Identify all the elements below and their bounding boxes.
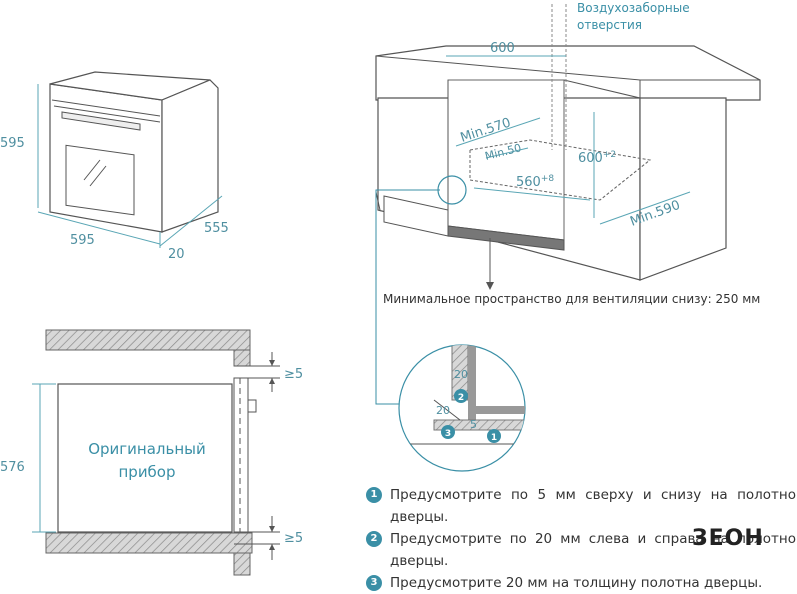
note-badge: 1 [366,487,382,503]
air-intake-note: Воздухозаборные отверстия [577,1,690,32]
section-height-label: 576 [0,460,25,475]
detail-badge-3: 3 [445,429,451,439]
original-appliance-label: Оригинальный прибор [88,440,206,481]
gap-top-label: ≥5 [284,367,303,382]
detail-20-left: 20 [436,404,450,417]
detail-20-top: 20 [454,368,468,381]
oven-dimensions: 595 595 555 20 [0,84,229,262]
cabinet-height-req: 600+2 [578,150,616,166]
section-dimensions: 576 ≥5 ≥5 [0,367,303,546]
note-item: 3 Предусмотрите 20 мм на толщину полотна… [366,572,796,594]
detail-5: 5 [470,418,477,431]
note-text: Предусмотрите 20 мм на толщину полотна д… [390,575,763,591]
note-text: Предусмотрите по 5 мм сверху и снизу на … [390,487,796,525]
gap-bottom-label: ≥5 [284,531,303,546]
detail-leader [375,189,440,405]
ventilation-note: Минимальное пространство для вентиляции … [383,292,761,306]
brand-logo: ЗЕОН [692,526,764,551]
detail-badge-2: 2 [458,393,464,403]
note-text: Предусмотрите по 20 мм слева и справа на… [390,531,796,569]
detail-circle: 20 20 5 2 3 1 [398,344,526,472]
oven-drawing [49,71,219,233]
detail-badge-1: 1 [491,433,497,443]
notes-list: 1 Предусмотрите по 5 мм сверху и снизу н… [366,484,796,594]
oven-panel-label: 20 [168,247,185,262]
note-item: 1 Предусмотрите по 5 мм сверху и снизу н… [366,484,796,528]
note-badge: 2 [366,531,382,547]
oven-width-label: 595 [70,233,95,248]
oven-depth-label: 555 [204,221,229,236]
section-drawing [45,329,280,576]
cabinet-width-req: 560+8 [516,174,554,190]
note-badge: 3 [366,575,382,591]
cabinet-drawing [375,4,761,290]
note-item: 2 Предусмотрите по 20 мм слева и справа … [366,528,796,572]
cabinet-width-top: 600 [490,41,515,56]
oven-height-label: 595 [0,136,25,151]
